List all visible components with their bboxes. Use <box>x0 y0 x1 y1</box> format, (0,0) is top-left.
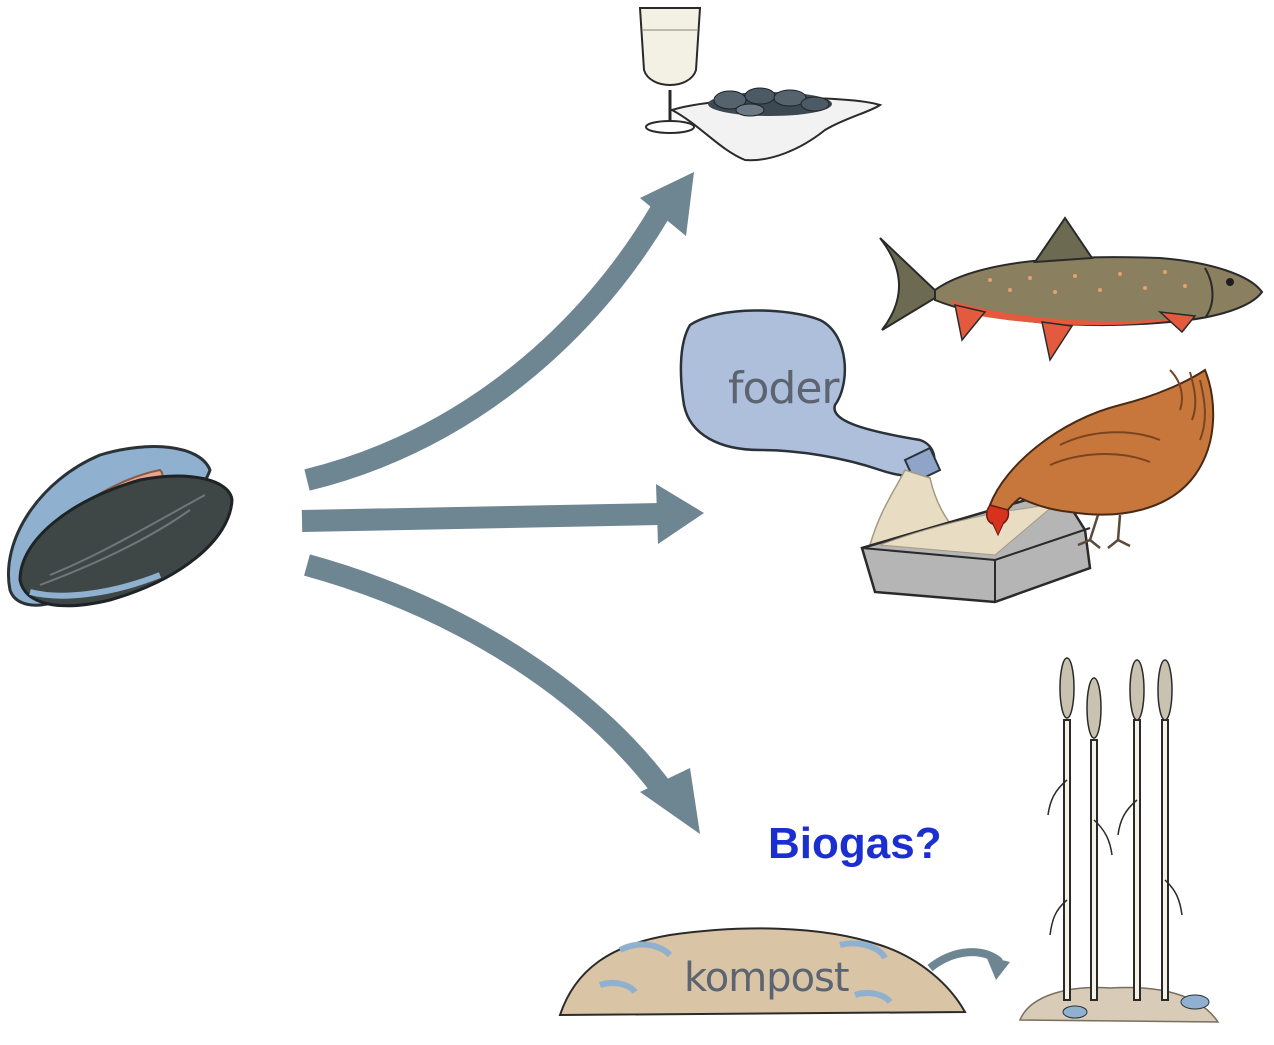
biogas-label: Biogas? <box>768 819 942 868</box>
feed-bag-icon: foder <box>681 310 940 482</box>
feed-label: foder <box>728 363 840 414</box>
compost-label: kompost <box>684 955 849 1001</box>
mussel-icon <box>8 447 232 606</box>
arrow-to-food <box>307 172 694 480</box>
trout-icon <box>880 218 1262 360</box>
compost-pile-icon: kompost <box>560 928 965 1015</box>
wheat-plants-icon <box>1020 658 1218 1022</box>
wine-glass-and-mussel-bowl-icon <box>640 8 880 160</box>
arrow-compost-to-crop <box>930 952 1010 980</box>
arrow-to-compost <box>307 565 700 834</box>
arrow-to-feed <box>302 484 704 544</box>
